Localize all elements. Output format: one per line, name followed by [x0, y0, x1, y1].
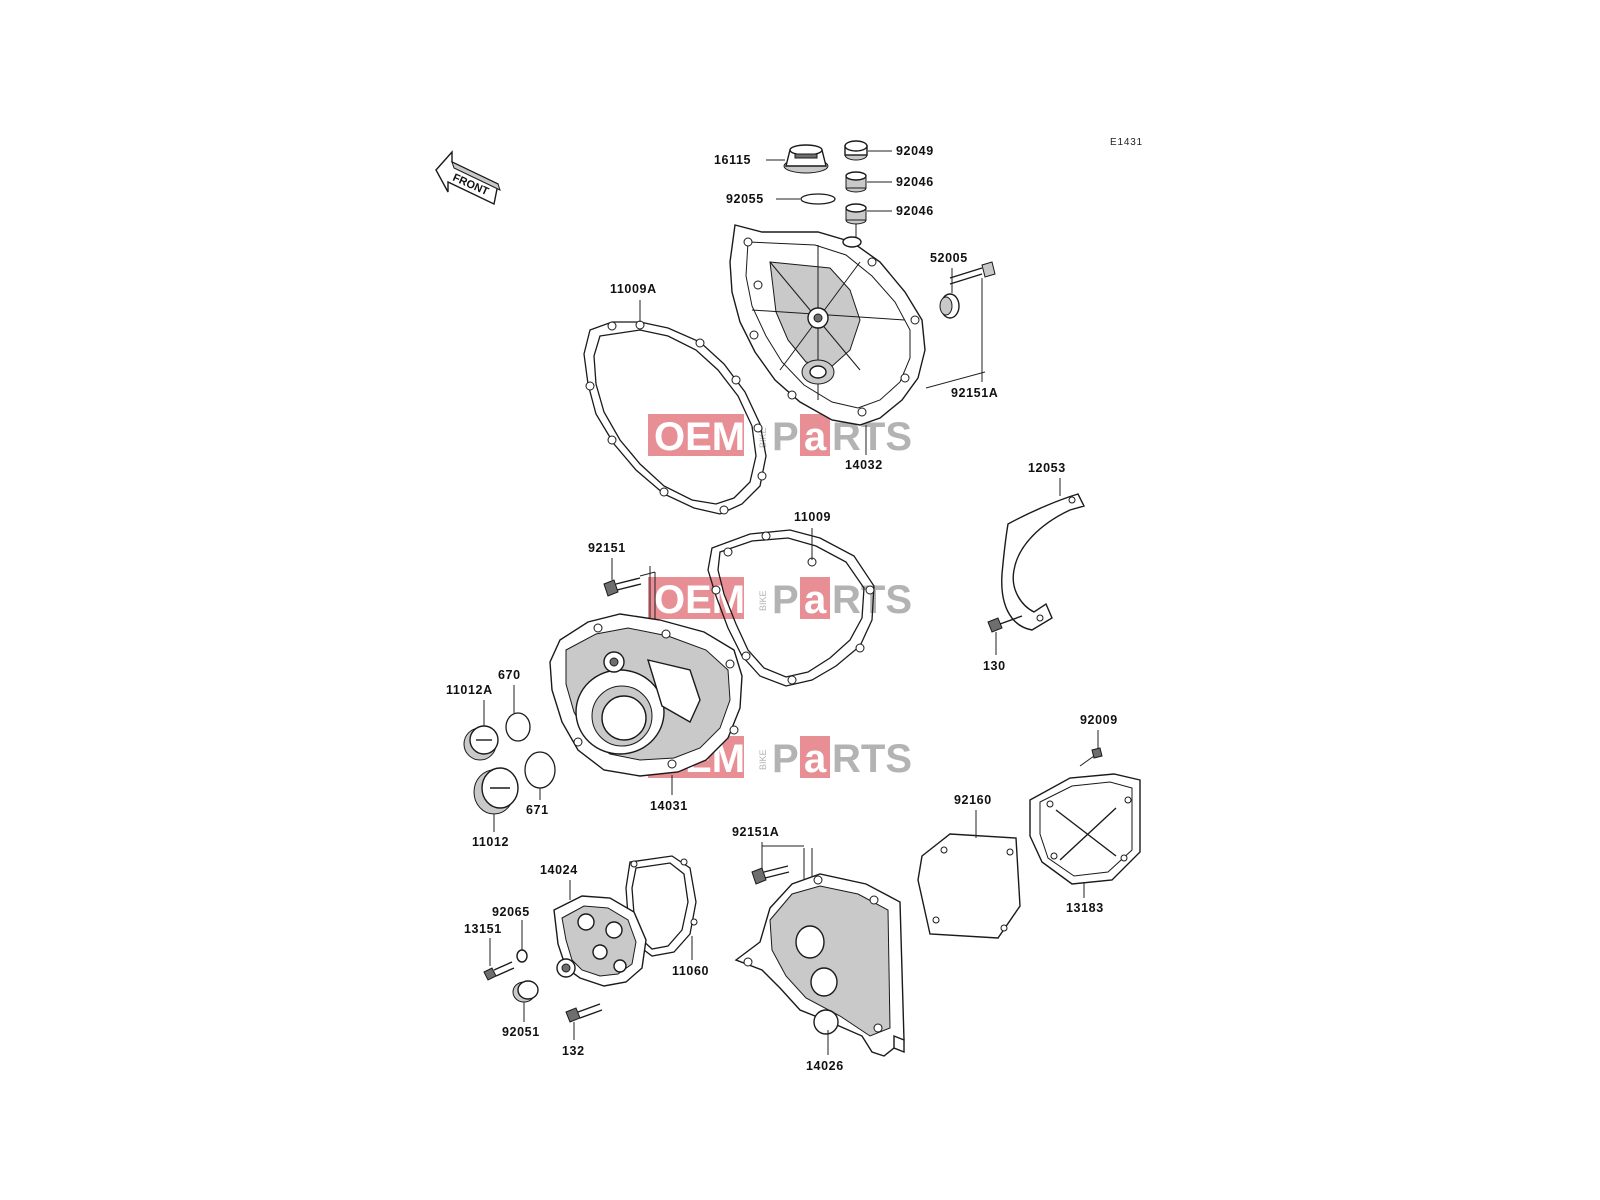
pump-cover-part: [553, 895, 647, 987]
label-11012A: 11012A: [446, 683, 493, 697]
label-92049: 92049: [896, 144, 934, 158]
gasket-11009A-holes: [585, 320, 767, 515]
bolt-132-part: [565, 1003, 603, 1023]
filler-cap-part: [783, 144, 829, 174]
bolt-92151A-lower-part: [751, 848, 813, 886]
label-92151: 92151: [588, 541, 626, 555]
cover-13183-part: [1029, 773, 1141, 885]
svg-text:RTS: RTS: [832, 737, 912, 781]
oring-671-part: [524, 751, 556, 789]
label-11009A: 11009A: [610, 282, 657, 296]
watermark-1: OEM BIKE P a RTS: [648, 414, 912, 459]
clutch-cover-part: [729, 224, 926, 426]
label-132: 132: [562, 1044, 585, 1058]
front-arrow-icon: FRONT: [435, 150, 501, 206]
oring-92055-part: [800, 193, 836, 205]
sprocket-cover-part: [734, 873, 905, 1057]
generator-cover-part: [549, 613, 743, 777]
svg-text:BIKE: BIKE: [758, 749, 768, 770]
label-11060: 11060: [672, 964, 709, 978]
bolt-13151-part: [483, 961, 515, 981]
svg-text:OEM: OEM: [654, 415, 745, 459]
seal-92049-part: [844, 140, 868, 161]
bearing-92046b-part: [845, 203, 867, 238]
label-14026: 14026: [806, 1059, 844, 1073]
svg-text:a: a: [804, 578, 827, 622]
plug-11012A-part: [463, 725, 499, 761]
label-52005: 52005: [930, 251, 968, 265]
plate-92160-part: [917, 833, 1021, 939]
label-14024: 14024: [540, 863, 578, 877]
svg-text:P: P: [772, 737, 799, 781]
label-13183: 13183: [1066, 901, 1104, 915]
washer-92065-part: [516, 949, 528, 963]
label-92055: 92055: [726, 192, 764, 206]
svg-text:P: P: [772, 578, 799, 622]
gasket-11009-holes: [711, 531, 875, 685]
label-670: 670: [498, 668, 521, 682]
plug-11012-part: [473, 767, 519, 815]
svg-text:OEM: OEM: [654, 578, 745, 622]
label-92009: 92009: [1080, 713, 1118, 727]
svg-text:a: a: [804, 737, 827, 781]
label-92051: 92051: [502, 1025, 540, 1039]
label-92065: 92065: [492, 905, 530, 919]
screw-92009-part: [1091, 747, 1103, 759]
watermark-2: OEM BIKE P a RTS: [648, 577, 912, 622]
label-92151A-lower: 92151A: [732, 825, 779, 839]
bearing-92046a-part: [845, 171, 867, 193]
bolt-92151A-upper-part: [925, 261, 996, 389]
bolt-130-part: [987, 615, 1023, 633]
label-16115: 16115: [714, 153, 751, 167]
label-13151: 13151: [464, 922, 502, 936]
gasket-11009-part: [707, 529, 875, 687]
label-14032: 14032: [845, 458, 883, 472]
label-92160: 92160: [954, 793, 992, 807]
label-14031: 14031: [650, 799, 688, 813]
label-11012: 11012: [472, 835, 509, 849]
gasket-11009A-part: [583, 321, 767, 515]
label-671: 671: [526, 803, 549, 817]
bolt-92151-part: [603, 566, 656, 650]
diagram-code: E1431: [1110, 137, 1143, 148]
seal-92051-part: [512, 980, 539, 1003]
svg-text:BIKE: BIKE: [758, 590, 768, 611]
label-11009: 11009: [794, 510, 831, 524]
chain-guide-part: [1001, 493, 1086, 631]
label-12053: 12053: [1028, 461, 1066, 475]
seal-52005-part: [939, 293, 960, 319]
label-92151A-upper: 92151A: [951, 386, 998, 400]
svg-text:P: P: [772, 415, 799, 459]
oring-670-part: [505, 712, 531, 742]
svg-text:a: a: [804, 415, 827, 459]
label-92046-upper: 92046: [896, 175, 934, 189]
label-130: 130: [983, 659, 1006, 673]
label-92046-lower: 92046: [896, 204, 934, 218]
